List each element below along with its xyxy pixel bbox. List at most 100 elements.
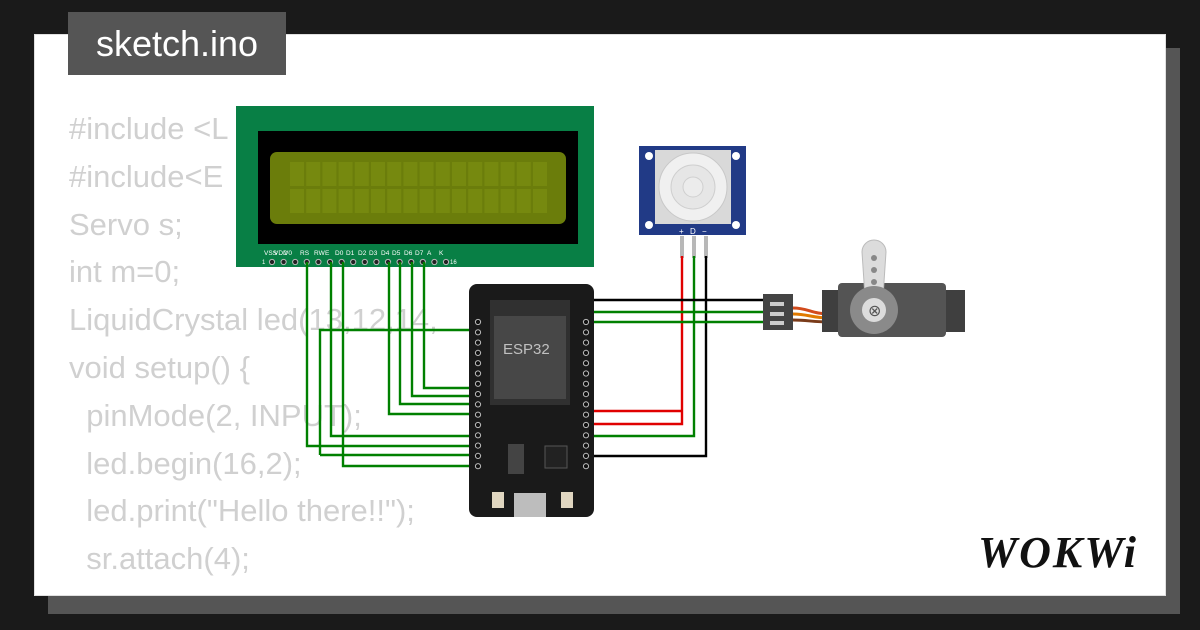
lcd-pin-label: K — [439, 250, 444, 257]
lcd-pin-label: D4 — [381, 250, 390, 257]
lcd-char-cell — [371, 189, 385, 213]
esp32-pin[interactable] — [474, 421, 482, 429]
lcd-char-cell — [484, 162, 499, 186]
code-line: #include <L — [69, 111, 229, 146]
code-line: sr.attach(4); — [69, 541, 250, 577]
code-line: void setup() { — [69, 349, 250, 385]
lcd-pin[interactable] — [431, 258, 438, 266]
lcd-pin[interactable] — [361, 258, 368, 266]
lcd-pin-first: 1 — [262, 260, 266, 266]
lcd-char-cell — [452, 162, 466, 186]
lcd-char-cell — [387, 162, 402, 186]
lcd-pin[interactable] — [280, 258, 287, 266]
esp32-pin[interactable] — [474, 463, 482, 470]
lcd-char-cell — [468, 189, 483, 213]
esp32-pin[interactable] — [582, 318, 590, 326]
esp32-pin[interactable] — [582, 339, 590, 346]
esp32-pin[interactable] — [474, 442, 482, 449]
lcd-char-cell — [516, 162, 531, 186]
esp32-pin[interactable] — [474, 370, 482, 377]
lcd-pin[interactable] — [442, 258, 450, 266]
code-line: LiquidCrystal led(13,12,14, — [69, 302, 438, 338]
esp32-pin[interactable] — [582, 432, 590, 439]
pir-pin-gnd: − — [702, 227, 707, 236]
esp32-pin[interactable] — [582, 360, 590, 367]
esp32-pin[interactable] — [474, 401, 482, 408]
lcd-char-cell — [322, 189, 337, 213]
lcd-char-cell — [403, 162, 418, 186]
lcd-char-cell — [306, 162, 321, 186]
lcd-char-cell — [435, 162, 450, 186]
esp32-pin[interactable] — [582, 463, 590, 470]
lcd-pin-label: A — [427, 250, 432, 257]
esp32-pin[interactable] — [582, 442, 590, 449]
esp32-pin[interactable] — [582, 349, 590, 356]
pir-pin-d: D — [690, 227, 696, 236]
lcd-pin-label: D2 — [358, 250, 367, 257]
lcd-char-cell — [403, 189, 418, 213]
code-line: Servo s; — [69, 206, 183, 242]
esp32-pin[interactable] — [474, 380, 482, 387]
esp32-pin[interactable] — [582, 401, 590, 408]
esp32-pin[interactable] — [474, 432, 482, 439]
code-preview: #include <L #include<E Servo s; int m=0; Liq… — [69, 105, 438, 595]
code-line: led.print("Hello there!!"); — [69, 493, 415, 529]
lcd-char-cell — [533, 162, 547, 186]
esp32-pin[interactable] — [474, 329, 482, 336]
lcd-char-cell — [290, 189, 304, 213]
file-tab[interactable]: sketch.ino — [68, 12, 286, 75]
lcd-char-cell — [322, 162, 337, 186]
lcd-pin[interactable] — [373, 258, 380, 266]
esp32-pin[interactable] — [582, 329, 590, 336]
esp32-pin[interactable] — [474, 452, 482, 459]
lcd-pin-label: D5 — [392, 250, 401, 257]
lcd-pin[interactable] — [268, 258, 276, 266]
lcd-pin[interactable] — [315, 258, 322, 266]
esp32-board[interactable]: ESP32 — [469, 284, 594, 517]
lcd-char-cell — [306, 189, 321, 213]
esp32-pin[interactable] — [474, 349, 482, 356]
lcd-pin-label: E — [325, 250, 330, 257]
lcd-pin-label: RS — [300, 250, 310, 257]
code-line: #include<E — [69, 158, 224, 194]
esp32-pin[interactable] — [582, 380, 590, 387]
reset-button[interactable] — [561, 492, 573, 508]
wokwi-logo: WOKWi — [978, 528, 1138, 577]
lcd-char-cell — [500, 162, 515, 186]
esp32-pin[interactable] — [582, 370, 590, 377]
esp32-pin[interactable] — [474, 411, 482, 418]
regulator-chip — [508, 444, 524, 474]
esp32-pin[interactable] — [474, 360, 482, 367]
lcd-char-cell — [419, 162, 434, 186]
esp32-pin[interactable] — [582, 421, 590, 429]
code-line: } — [69, 583, 438, 595]
lcd-pin-label: D3 — [369, 250, 378, 257]
lcd-pin-label: RW — [314, 250, 326, 257]
esp32-pin[interactable] — [474, 318, 482, 326]
servo-motor[interactable]: ⊗ — [763, 239, 965, 337]
lcd-pin-label: D7 — [415, 250, 424, 257]
esp32-pin[interactable] — [582, 391, 590, 398]
lcd-char-cell — [533, 189, 547, 213]
esp32-pin[interactable] — [582, 452, 590, 459]
lcd-char-cell — [468, 162, 483, 186]
pir-sensor[interactable]: + D − — [639, 146, 746, 258]
esp32-label: ESP32 — [503, 341, 550, 358]
lcd-char-cell — [516, 189, 531, 213]
esp32-pin[interactable] — [582, 411, 590, 418]
lcd-pin-label: D1 — [346, 250, 355, 257]
esp32-pin[interactable] — [474, 339, 482, 346]
esp32-pin[interactable] — [474, 391, 482, 398]
lcd-pin[interactable] — [292, 258, 299, 266]
lcd-pin[interactable] — [350, 258, 357, 266]
code-line: int m=0; — [69, 254, 181, 290]
lcd-char-cell — [452, 189, 466, 213]
usb-port[interactable] — [514, 493, 546, 517]
lcd-char-cell — [387, 189, 402, 213]
lcd-char-cell — [338, 189, 353, 213]
lcd-char-cell — [290, 162, 304, 186]
usb-chip — [544, 445, 568, 469]
boot-button[interactable] — [492, 492, 504, 508]
